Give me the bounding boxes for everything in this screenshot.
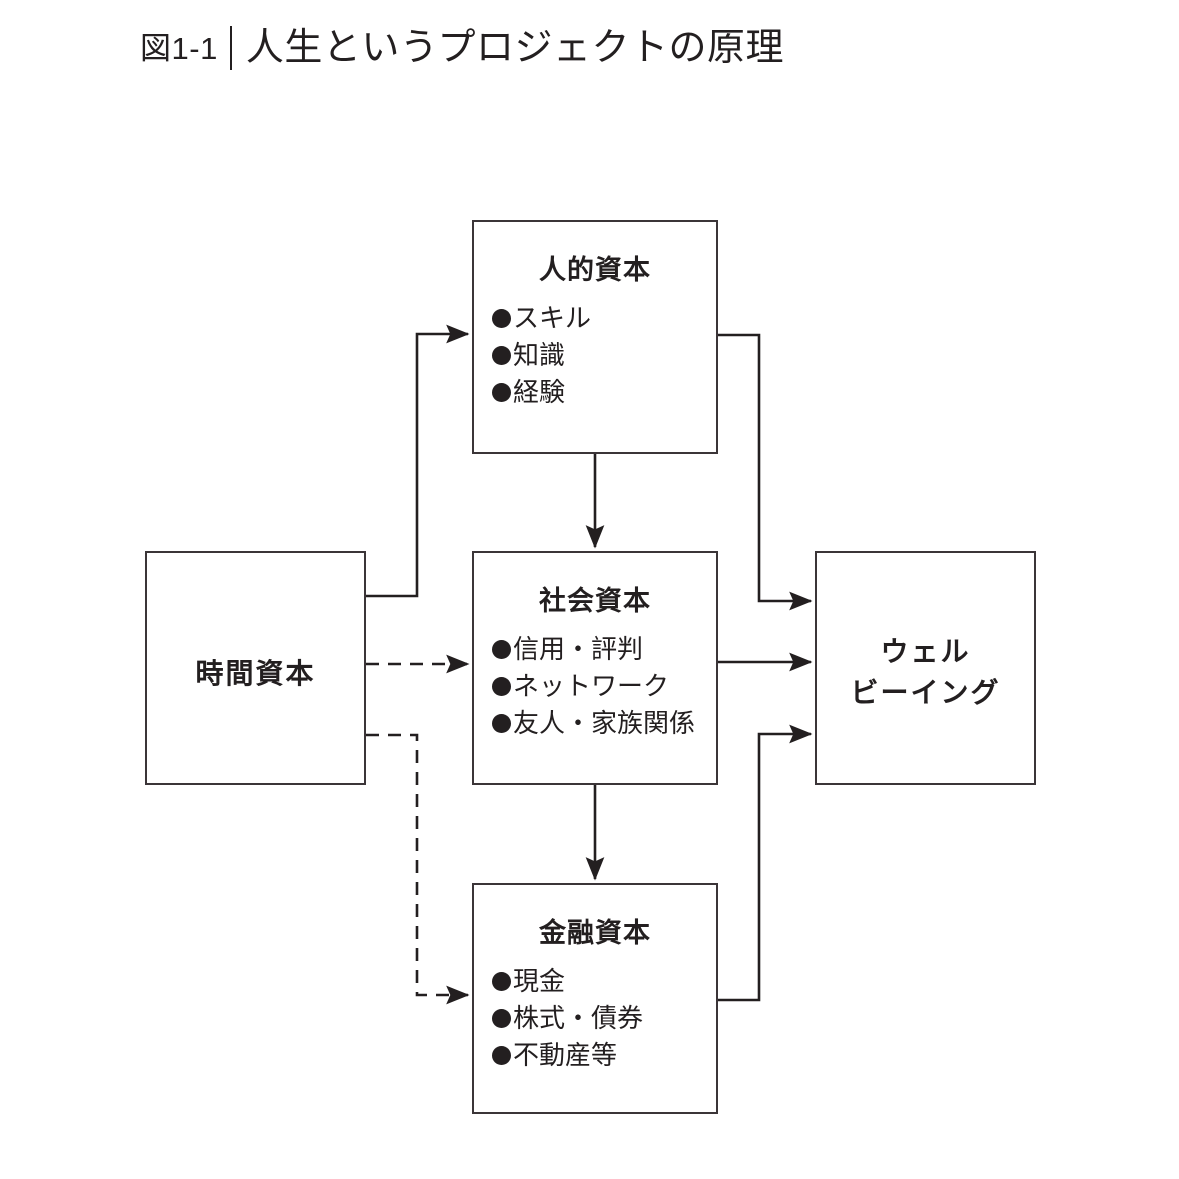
list-item: スキル xyxy=(492,300,716,337)
page-title: 人生というプロジェクトの原理 xyxy=(245,27,785,69)
edge-time-to-human xyxy=(366,324,470,598)
edge-human-to-wellbeing xyxy=(718,333,813,611)
list-item-label: 経験 xyxy=(513,376,566,407)
list-item: ネットワーク xyxy=(492,668,716,705)
node-title-human-capital: 人的資本 xyxy=(539,255,651,285)
node-body: 金融資本 現金 株式・債券 不動産等 xyxy=(474,885,716,1074)
list-item-label: 知識 xyxy=(513,339,566,370)
list-item: 経験 xyxy=(492,374,716,411)
node-item-list: 現金 株式・債券 不動産等 xyxy=(474,963,716,1074)
node-label-line2: ビーイング xyxy=(850,676,1001,708)
node-label-line1: 時間資本 xyxy=(195,658,316,689)
node-human-capital[interactable]: 人的資本 スキル 知識 経験 xyxy=(472,220,718,454)
list-item-label: ネットワーク xyxy=(513,670,670,701)
node-financial-capital[interactable]: 金融資本 現金 株式・債券 不動産等 xyxy=(472,883,718,1114)
edge-time-to-financial xyxy=(366,733,470,1005)
list-item-label: 不動産等 xyxy=(513,1039,618,1070)
bullet-icon xyxy=(492,1045,511,1065)
figure-number: 図1-1 xyxy=(140,30,218,66)
bullet-icon xyxy=(492,640,511,659)
edge-financial-to-wellbeing xyxy=(718,724,813,1002)
list-item-label: 信用・評判 xyxy=(513,634,644,664)
title-divider xyxy=(229,26,232,70)
list-item: 株式・債券 xyxy=(492,1000,716,1037)
figure-header: 図1-1 人生というプロジェクトの原理 xyxy=(140,18,784,78)
node-time-capital[interactable]: 時間資本 xyxy=(145,551,366,785)
node-title-financial-capital: 金融資本 xyxy=(539,918,651,948)
node-item-list: スキル 知識 経験 xyxy=(474,300,716,411)
node-wellbeing[interactable]: ウェル ビーイング xyxy=(815,551,1036,785)
list-item: 現金 xyxy=(492,963,716,1000)
node-body: 社会資本 信用・評判 ネットワーク 友人・家族関係 xyxy=(474,553,716,742)
bullet-icon xyxy=(492,676,511,696)
list-item-label: スキル xyxy=(513,303,592,333)
bullet-icon xyxy=(492,345,511,365)
node-label-time-capital: 時間資本 xyxy=(147,654,364,695)
node-social-capital[interactable]: 社会資本 信用・評判 ネットワーク 友人・家族関係 xyxy=(472,551,718,785)
list-item: 不動産等 xyxy=(492,1037,716,1074)
node-body: 人的資本 スキル 知識 経験 xyxy=(474,222,716,411)
bullet-icon xyxy=(492,972,511,991)
list-item: 友人・家族関係 xyxy=(492,705,716,742)
list-item: 信用・評判 xyxy=(492,631,716,668)
bullet-icon xyxy=(492,713,511,733)
node-item-list: 信用・評判 ネットワーク 友人・家族関係 xyxy=(474,631,716,742)
bullet-icon xyxy=(492,1008,511,1028)
bullet-icon xyxy=(492,309,511,328)
list-item-label: 株式・債券 xyxy=(513,1002,644,1033)
list-item: 知識 xyxy=(492,337,716,374)
list-item-label: 友人・家族関係 xyxy=(513,707,696,738)
node-title-social-capital: 社会資本 xyxy=(539,586,651,616)
node-label-line1: ウェル xyxy=(880,636,971,667)
bullet-icon xyxy=(492,382,511,402)
node-label-wellbeing: ウェル ビーイング xyxy=(817,632,1034,713)
list-item-label: 現金 xyxy=(513,966,566,996)
